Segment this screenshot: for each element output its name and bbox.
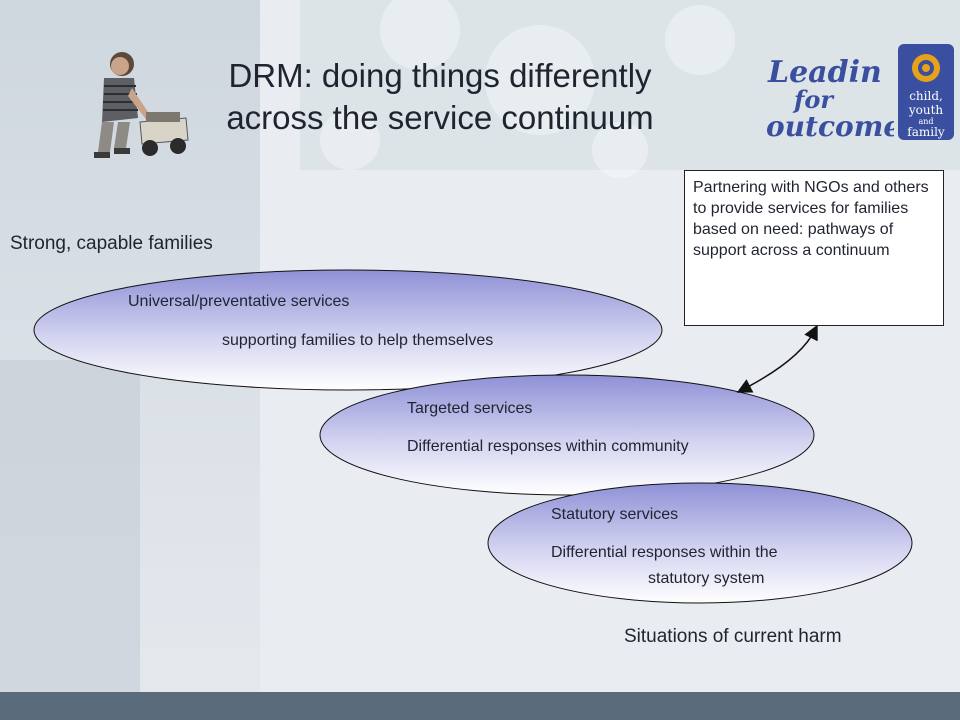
bottom-bar xyxy=(0,692,960,720)
svg-text:for: for xyxy=(792,85,835,114)
callout-connector-arrow xyxy=(736,324,818,393)
title-line-1: DRM: doing things differently xyxy=(228,57,652,94)
slide-title: DRM: doing things differently across the… xyxy=(180,55,700,139)
current-harm-label: Situations of current harm xyxy=(624,626,842,647)
strong-families-label: Strong, capable families xyxy=(10,233,213,254)
leading-for-outcomes-logo: Leadin for outcomes xyxy=(766,55,894,142)
statutory-services-detail-line-2: statutory system xyxy=(648,570,765,587)
svg-text:Leadin: Leadin xyxy=(767,55,882,90)
statutory-services-detail-line-1: Differential responses within the xyxy=(551,544,778,561)
targeted-services-detail: Differential responses within community xyxy=(407,438,689,455)
cyf-logo-text-and: and xyxy=(918,117,933,126)
partnering-callout-text: Partnering with NGOs and others to provi… xyxy=(693,179,929,259)
cyf-logo-text-family: family xyxy=(907,125,945,139)
targeted-services-heading: Targeted services xyxy=(407,400,533,417)
ellipse-universal-services xyxy=(33,269,663,391)
ellipse-statutory-services xyxy=(487,482,913,604)
cyf-logo-text-child: child, xyxy=(909,89,943,103)
child-youth-family-logo: child, youth and family xyxy=(898,44,954,140)
partnering-callout-box: Partnering with NGOs and others to provi… xyxy=(684,170,944,326)
universal-services-detail: supporting families to help themselves xyxy=(222,332,494,349)
cyf-logo-text-youth: youth xyxy=(908,103,944,117)
title-line-2: across the service continuum xyxy=(226,99,654,136)
statutory-services-heading: Statutory services xyxy=(551,506,679,523)
svg-text:outcomes: outcomes xyxy=(766,110,894,142)
universal-services-heading: Universal/preventative services xyxy=(128,293,350,310)
ellipse-targeted-services xyxy=(319,374,815,496)
child-pushing-truck-illustration xyxy=(94,52,189,158)
